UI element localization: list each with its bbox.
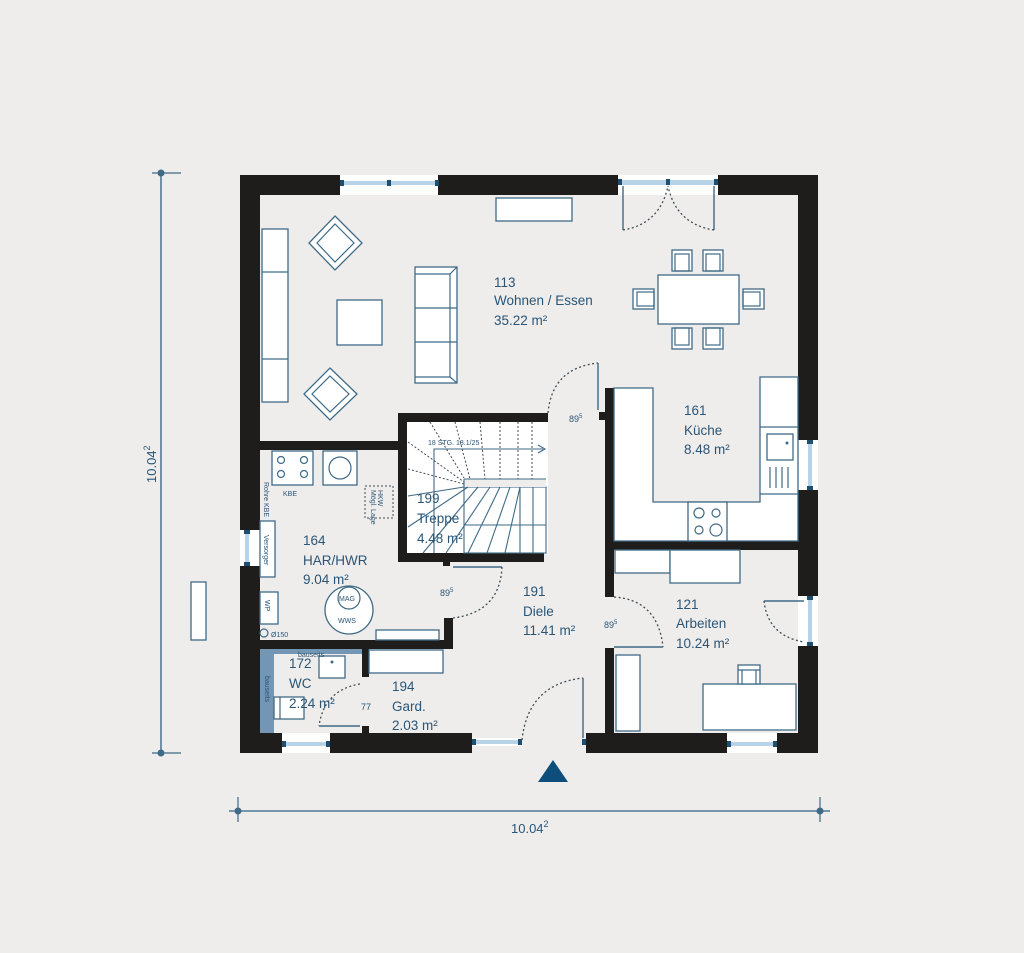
exterior-marker xyxy=(190,581,207,641)
svg-text:Treppe: Treppe xyxy=(417,511,459,526)
kbe-unit xyxy=(271,450,314,486)
kitchen-cooktop xyxy=(687,501,728,542)
stair-label: 18 STG. 18.1/25 xyxy=(428,440,479,447)
wardrobe xyxy=(368,649,444,674)
room-label-har: 164 HAR/HWR 9.04 m² xyxy=(303,533,368,587)
wc-washbasin xyxy=(318,655,346,679)
svg-text:9.04 m²: 9.04 m² xyxy=(303,572,349,587)
svg-text:895: 895 xyxy=(569,414,583,424)
svg-text:164: 164 xyxy=(303,533,326,548)
horizontal-dimension-label: 10.042 xyxy=(511,819,549,836)
window-arbeiten-bottom xyxy=(727,733,777,753)
utility-room-equipment: KBE HKW Mögl. Lage Rohre KBE Versorger W… xyxy=(259,450,440,641)
vertical-dimension: 10.042 xyxy=(142,169,181,757)
svg-text:35.22 m²: 35.22 m² xyxy=(494,313,548,328)
staircase: 18 STG. 18.1/25 xyxy=(407,421,548,554)
svg-text:77: 77 xyxy=(361,702,371,712)
room-label-kueche: 161 Küche 8.48 m² xyxy=(684,403,730,457)
desk xyxy=(702,683,797,731)
door-living[interactable]: 895 xyxy=(547,362,599,424)
room-label-arbeiten: 121 Arbeiten 10.24 m² xyxy=(676,597,730,651)
svg-text:WP: WP xyxy=(263,600,270,612)
kitchen-counters xyxy=(613,376,799,542)
vertical-dimension-label: 10.042 xyxy=(142,445,159,483)
sofa-center xyxy=(414,266,458,384)
svg-text:WC: WC xyxy=(289,676,312,691)
room-label-gard: 194 Gard. 2.03 m² xyxy=(392,679,438,733)
svg-text:10.24 m²: 10.24 m² xyxy=(676,636,730,651)
window-arbeiten-side xyxy=(763,596,818,646)
svg-text:895: 895 xyxy=(604,620,618,630)
svg-text:Versorger: Versorger xyxy=(262,535,269,566)
door-wc[interactable]: 77 xyxy=(318,683,371,727)
window-wc xyxy=(282,733,330,753)
svg-text:Gard.: Gard. xyxy=(392,699,426,714)
svg-text:191: 191 xyxy=(523,584,546,599)
svg-text:194: 194 xyxy=(392,679,415,694)
svg-text:172: 172 xyxy=(289,656,312,671)
front-door[interactable] xyxy=(521,677,586,745)
window-har xyxy=(240,530,260,566)
svg-text:Mögl. Lage: Mögl. Lage xyxy=(369,490,376,525)
armchair-bottom xyxy=(303,367,358,421)
svg-text:Rohre KBE: Rohre KBE xyxy=(262,482,269,517)
room-label-treppe: 199 Treppe 4.48 m² xyxy=(417,491,463,546)
window-living-top xyxy=(340,175,439,195)
svg-text:11.41 m²: 11.41 m² xyxy=(523,623,576,638)
washer xyxy=(322,450,358,486)
sofa-left xyxy=(261,228,289,403)
armchair-top xyxy=(308,215,363,271)
wc-toilet xyxy=(273,696,305,720)
svg-text:HKW: HKW xyxy=(376,490,383,507)
door-har[interactable]: 895 xyxy=(440,566,503,619)
svg-text:199: 199 xyxy=(417,491,440,506)
living-furniture xyxy=(261,197,765,421)
room-label-wohnen: 113 Wohnen / Essen 35.22 m² xyxy=(494,275,593,328)
room-label-wc: 172 WC 2.24 m² xyxy=(289,656,335,711)
svg-text:KBE: KBE xyxy=(283,491,297,498)
svg-text:2.24 m²: 2.24 m² xyxy=(289,696,335,711)
wc-room: bauseits bauseits xyxy=(260,649,362,733)
svg-text:Küche: Küche xyxy=(684,423,722,438)
dining-table xyxy=(632,249,765,350)
wws-tank xyxy=(324,585,374,635)
svg-text:895: 895 xyxy=(440,588,454,598)
window-kitchen xyxy=(798,440,818,490)
svg-text:Diele: Diele xyxy=(523,604,554,619)
svg-text:113: 113 xyxy=(494,275,516,290)
patio-door xyxy=(618,175,718,231)
heat-pump xyxy=(259,591,279,625)
svg-text:Wohnen / Essen: Wohnen / Essen xyxy=(494,293,593,308)
entrance-sidelight xyxy=(472,738,522,746)
versorger xyxy=(259,520,276,578)
door-arbeiten[interactable]: 895 xyxy=(604,596,664,648)
svg-text:121: 121 xyxy=(676,597,699,612)
horizontal-dimension: 10.042 xyxy=(229,797,830,836)
svg-text:2.03 m²: 2.03 m² xyxy=(392,718,438,733)
hkw-possible-location xyxy=(364,485,394,519)
north-arrow-icon xyxy=(538,760,568,782)
svg-text:bauseits: bauseits xyxy=(263,676,270,703)
room-label-diele: 191 Diele 11.41 m² xyxy=(523,584,576,638)
shelf xyxy=(375,629,440,641)
svg-text:Ø150: Ø150 xyxy=(271,632,288,639)
svg-text:4.48 m²: 4.48 m² xyxy=(417,531,463,546)
sideboard xyxy=(495,197,573,222)
svg-text:WWS: WWS xyxy=(338,618,356,625)
svg-text:8.48 m²: 8.48 m² xyxy=(684,442,730,457)
office-furniture xyxy=(614,549,797,732)
svg-text:161: 161 xyxy=(684,403,707,418)
interior-walls xyxy=(260,388,798,734)
svg-text:bauseits: bauseits xyxy=(298,652,325,659)
coffee-table xyxy=(336,299,383,346)
svg-text:Arbeiten: Arbeiten xyxy=(676,616,726,631)
svg-text:HAR/HWR: HAR/HWR xyxy=(303,553,368,568)
svg-text:MAG: MAG xyxy=(339,596,355,603)
kitchen-sink xyxy=(766,433,794,461)
